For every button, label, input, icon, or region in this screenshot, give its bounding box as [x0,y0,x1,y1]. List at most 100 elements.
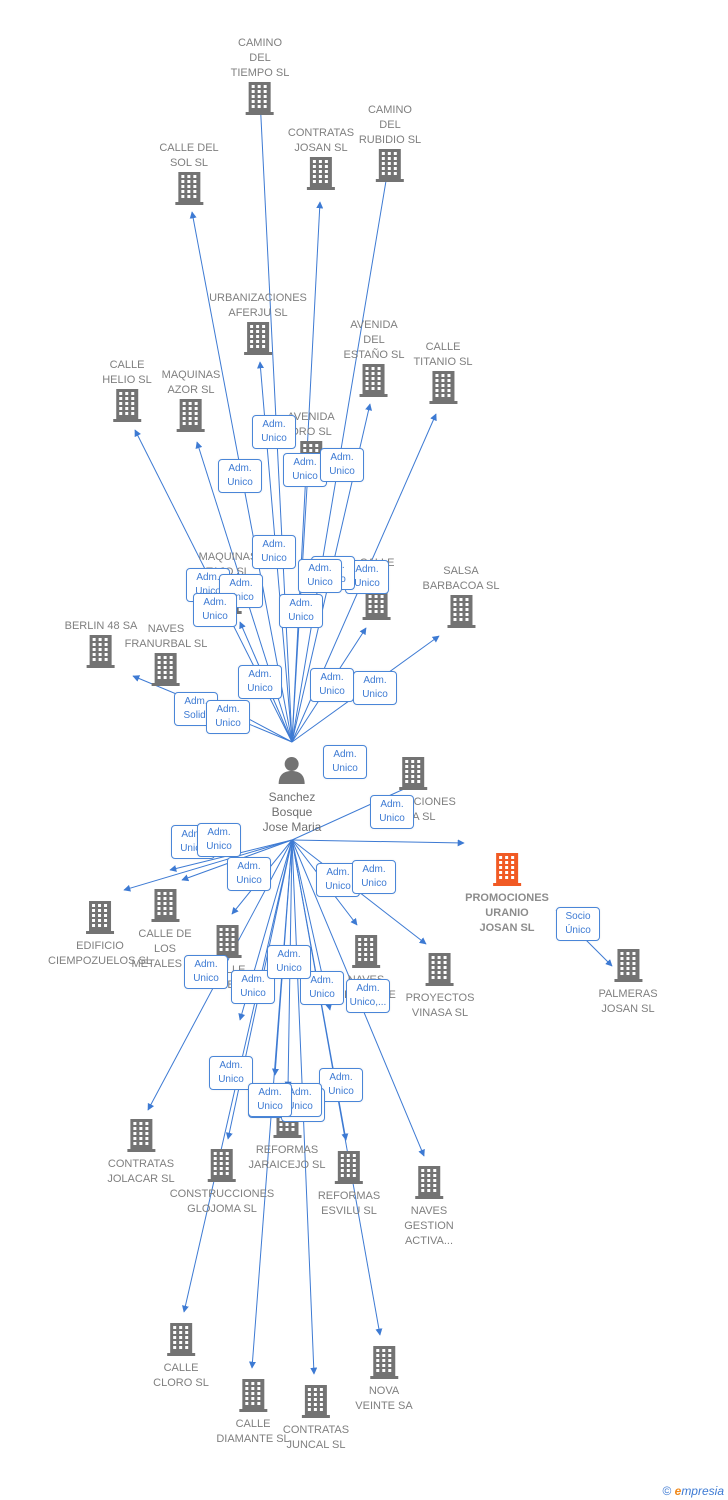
building-icon [151,653,180,686]
building-icon [86,635,115,668]
building-icon [127,1119,155,1152]
role-badge[interactable]: Adm. Unico [300,971,344,1005]
company-node-camino-tiempo[interactable]: CAMINO DEL TIEMPO SL [230,36,290,120]
edge-edificaciones-anpa [291,783,416,841]
company-node-urbanizaciones-aferju[interactable]: URBANIZACIONES AFERJU SL [209,291,307,360]
building-icon [243,322,272,355]
building-icon [426,953,454,986]
company-node-palmeras-josan[interactable]: PALMERAS JOSAN SL [598,948,658,1017]
edge-promociones-uranio [291,839,465,847]
company-node-reformas-esvilu[interactable]: REFORMAS ESVILU SL [318,1150,380,1219]
company-label: CALLE DIAMANTE SL [216,1418,290,1445]
role-badge[interactable]: Adm. Unico,... [346,979,390,1013]
role-badge[interactable]: Adm. Unico [238,665,282,699]
role-badge[interactable]: Adm. Unico [184,955,228,989]
role-badge[interactable]: Adm. Unico [248,1083,292,1117]
company-node-calle-sol[interactable]: CALLE DEL SOL SL [159,141,219,210]
role-badge[interactable]: Adm. Unico [320,448,364,482]
building-icon [238,1379,267,1412]
company-label: REFORMAS JARAICEJO SL [248,1144,326,1171]
company-label: NAVES GESTION ACTIVA... [404,1205,454,1247]
company-node-berlin-48[interactable]: BERLIN 48 SA [64,619,138,673]
company-label: CONSTRUCCIONES GLOJOMA SL [169,1188,275,1215]
role-badge[interactable]: Adm. Unico [298,559,342,593]
company-node-avenida-estano[interactable]: AVENIDA DEL ESTAÑO SL [343,318,405,402]
role-badge[interactable]: Adm. Unico [209,1056,253,1090]
role-badge[interactable]: Adm. Unico [252,535,296,569]
building-icon [113,389,141,422]
company-label: CALLE TITANIO SL [413,341,473,368]
company-node-calle-metales[interactable]: CALLE DE LOS METALES SL [131,888,199,972]
role-badge[interactable]: Adm. Unico [231,970,275,1004]
company-node-edificio-ciempozuelos[interactable]: EDIFICIO CIEMPOZUELOS SL [48,900,152,969]
company-label: AVENIDA DEL ESTAÑO SL [343,319,405,361]
building-icon [85,901,114,934]
building-icon [414,1166,443,1199]
role-badge[interactable]: Adm. Unico [310,668,354,702]
company-label: PROMOCIONES URANIO JOSAN SL [465,892,549,934]
role-badge[interactable]: Socio Único [556,907,600,941]
company-label: MAQUINAS AZOR SL [161,369,221,396]
company-node-contratas-juncal[interactable]: CONTRATAS JUNCAL SL [283,1384,349,1453]
company-label: CALLE CLORO SL [153,1362,209,1389]
role-badge[interactable]: Adm. Unico [206,700,250,734]
building-icon [302,1385,330,1418]
building-icon [429,371,457,404]
role-badge[interactable]: Adm. Unico [193,593,237,627]
company-label: AVENIDA ORO SL [287,411,335,438]
company-node-salsa-barbacoa[interactable]: SALSA BARBACOA SL [422,564,500,633]
company-node-calle-helio[interactable]: CALLE HELIO SL [102,358,152,427]
role-badge[interactable]: Adm. Unico [319,1068,363,1102]
footer-brand: © empresia [662,1484,724,1498]
company-node-naves-franurbal[interactable]: NAVES FRANURBAL SL [124,622,208,691]
role-badge[interactable]: Adm. Unico [279,594,323,628]
company-label: BERLIN 48 SA [64,620,138,632]
company-label: CAMINO DEL TIEMPO SL [230,37,290,79]
company-node-calle-diamante[interactable]: CALLE DIAMANTE SL [216,1378,290,1447]
building-icon [614,949,642,982]
company-node-contratas-jolacar[interactable]: CONTRATAS JOLACAR SL [107,1118,175,1187]
role-badge[interactable]: Adm. Unico [353,671,397,705]
person-name: Sanchez Bosque Jose Maria [262,790,322,834]
company-label: CONTRATAS JOSAN SL [287,127,355,154]
building-icon [307,157,335,190]
building-icon [166,1323,195,1356]
role-badge[interactable]: Adm. Unico [218,459,262,493]
company-label: NOVA VEINTE SA [355,1385,413,1412]
company-label: CONTRATAS JUNCAL SL [282,1424,350,1451]
company-node-calle-titanio[interactable]: CALLE TITANIO SL [413,340,473,409]
edge-edificio-ciempozuelos [123,839,293,892]
company-node-proyectos-vinasa[interactable]: PROYECTOS VINASA SL [405,952,475,1021]
role-badge[interactable]: Adm. Unico [267,945,311,979]
building-icon [213,925,242,958]
company-node-naves-gestion[interactable]: NAVES GESTION ACTIVA... [404,1165,454,1249]
role-badge[interactable]: Adm. Unico [370,795,414,829]
company-node-maquinas-azor[interactable]: MAQUINAS AZOR SL [161,368,221,437]
company-node-camino-rubidio[interactable]: CAMINO DEL RUBIDIO SL [359,103,421,187]
company-label: PROYECTOS VINASA SL [405,992,475,1019]
role-badge[interactable]: Adm. Unico [323,745,367,779]
building-icon [398,757,427,790]
company-node-calle-cloro[interactable]: CALLE CLORO SL [153,1322,209,1391]
role-badge[interactable]: Adm. Unico [227,857,271,891]
company-node-contratas-josan[interactable]: CONTRATAS JOSAN SL [288,126,354,195]
role-badge[interactable]: Adm. Unico [252,415,296,449]
company-node-nova-veinte[interactable]: NOVA VEINTE SA [355,1345,413,1414]
company-label: URBANIZACIONES AFERJU SL [209,292,307,319]
building-icon [351,935,380,968]
company-node-construcciones-glojoma[interactable]: CONSTRUCCIONES GLOJOMA SL [169,1148,275,1217]
role-badge[interactable]: Adm. Unico [197,823,241,857]
company-label: NAVES FRANURBAL SL [124,623,208,650]
role-badge[interactable]: Adm. Unico [352,860,396,894]
role-badge[interactable]: Adm. Solid. [174,692,218,726]
company-label: REFORMAS ESVILU SL [317,1190,381,1217]
center-person[interactable]: Sanchez Bosque Jose Maria [262,755,322,835]
building-icon [246,82,274,115]
building-icon [492,853,521,886]
building-icon [177,399,205,432]
person-icon [279,757,305,784]
building-icon [175,172,203,205]
company-label: PALMERAS JOSAN SL [598,988,658,1015]
company-node-promociones-uranio[interactable]: PROMOCIONES URANIO JOSAN SL [465,852,549,936]
building-icon [335,1151,363,1184]
